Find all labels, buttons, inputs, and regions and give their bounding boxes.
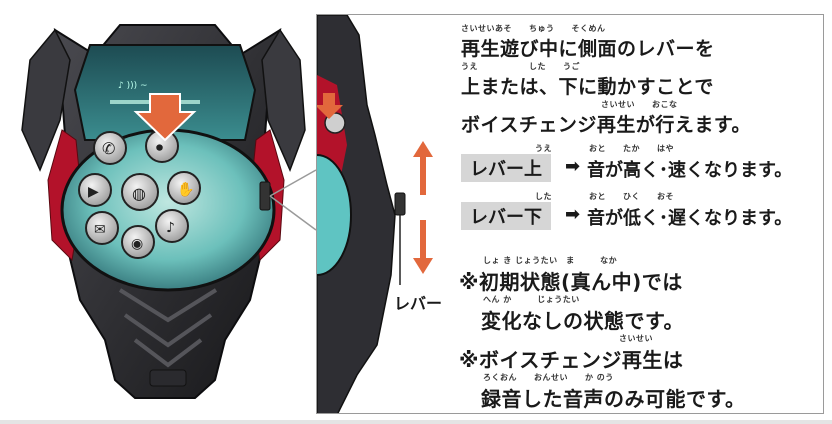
note1-line2: 変化なしの状態です。 <box>481 309 684 333</box>
lever-down-result-ruby: おと ひく おそ <box>589 192 674 201</box>
line1-ruby: さいせいあそ ちゅう そくめん <box>461 24 606 33</box>
lever-down-ruby: した <box>535 192 552 201</box>
svg-text:◍: ◍ <box>132 184 146 203</box>
note1-line2-ruby: へん か じょうたい <box>483 295 580 304</box>
svg-text:▶: ▶ <box>88 184 99 200</box>
globe-icon: ◍ <box>121 173 159 211</box>
side-lever <box>259 181 271 211</box>
panel-illustration <box>317 15 433 413</box>
svg-text:✋: ✋ <box>177 181 194 198</box>
line2-ruby: うえ した うご <box>461 62 580 71</box>
hand-icon: ✋ <box>167 171 201 205</box>
instruction-line-2: 上または、下に動かすことで <box>461 76 714 98</box>
lever-up-result: 音が高く･速くなります。 <box>587 160 793 181</box>
note1-line1-ruby: しょ き じょうたい ま なか <box>483 256 618 265</box>
instruction-line-3: ボイスチェンジ再生が行えます。 <box>461 114 752 136</box>
device-right-fin <box>261 28 306 172</box>
lever-label: レバー <box>394 294 443 313</box>
mail-icon: ✉ <box>85 211 119 245</box>
phone-icon: ✆ <box>93 131 127 165</box>
instruction-line-1: 再生遊び中に側面のレバーを <box>461 38 715 60</box>
lever-up-result-ruby: おと たか はや <box>589 144 674 153</box>
down-arrow-icon <box>133 93 197 142</box>
lever-up-ruby: うえ <box>535 144 552 153</box>
top-screen <box>73 44 257 141</box>
camera-icon: ◉ <box>121 225 155 259</box>
bottom-divider <box>0 420 832 424</box>
svg-text:♪ ))) ~: ♪ ))) ~ <box>118 81 148 91</box>
note2-line1: ※ボイスチェンジ再生は <box>459 348 684 372</box>
up-arrow-icon <box>413 141 433 195</box>
device-left-fin <box>21 28 71 172</box>
note2-line1-ruby: さいせい <box>619 334 653 343</box>
lever-down-arrow-icon: ➡ <box>565 204 581 225</box>
lever-down-label: レバー下 <box>461 202 551 230</box>
line3-ruby: さいせい おこな <box>601 100 678 109</box>
svg-text:✉: ✉ <box>94 222 106 238</box>
svg-text:⏺: ⏺ <box>156 140 163 156</box>
svg-text:✆: ✆ <box>102 139 115 158</box>
lever-down-result: 音が低く･遅くなります。 <box>587 208 793 229</box>
down-arrow-icon <box>413 220 433 274</box>
svg-text:◉: ◉ <box>131 236 143 252</box>
note2-line2-ruby: ろくおん おんせい か のう <box>483 373 614 382</box>
video-icon: ▶ <box>78 173 112 207</box>
lever-up-label: レバー上 <box>461 154 551 182</box>
note1-line1: ※初期状態(真ん中)では <box>459 270 683 294</box>
svg-text:♪: ♪ <box>166 220 175 236</box>
info-panel: さいせいあそ ちゅう そくめん 再生遊び中に側面のレバーを うえ した うご 上… <box>316 14 824 414</box>
lever-up-arrow-icon: ➡ <box>565 156 581 177</box>
note2-line2: 録音した音声のみ可能です。 <box>481 387 746 411</box>
music-icon: ♪ <box>155 209 189 243</box>
